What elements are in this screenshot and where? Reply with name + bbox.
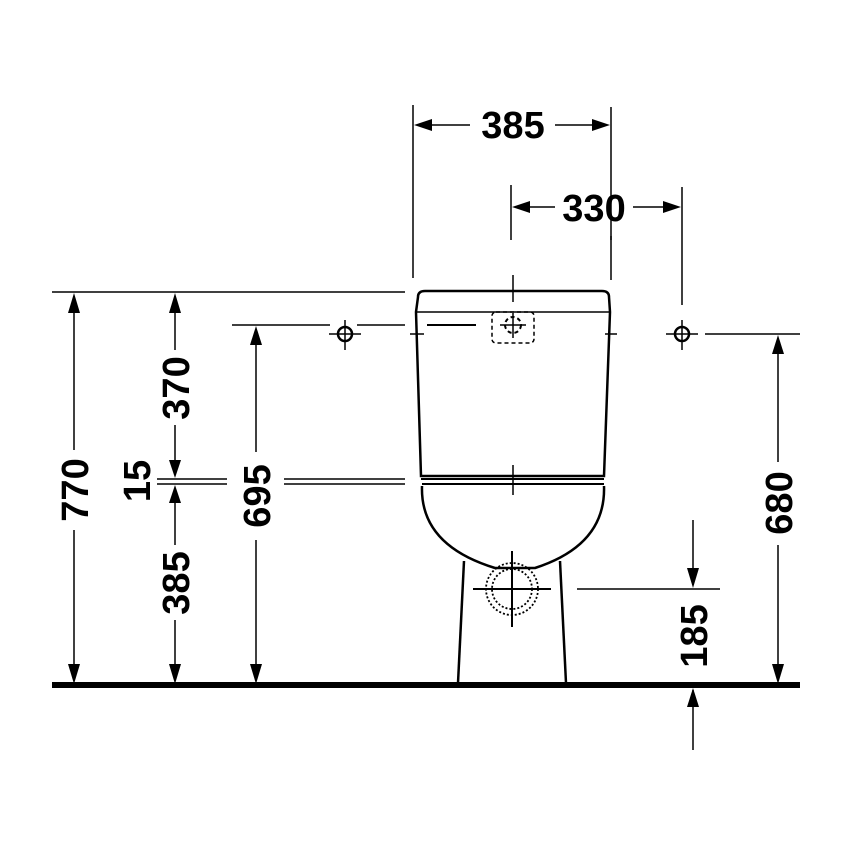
dim-tank-fixing-height: 695: [237, 464, 279, 527]
dim-wall-fixing-height: 680: [759, 471, 801, 534]
dim-total-height: 770: [55, 458, 97, 521]
dim-bowl-height: 385: [156, 551, 198, 614]
dim-gap: 15: [117, 460, 159, 502]
pedestal-left: [456, 560, 466, 684]
right-fixing-hole-icon: [666, 320, 698, 350]
dim-tank-height: 370: [156, 356, 198, 419]
left-fixing-hole-icon: [329, 320, 361, 350]
dim-fixing-spacing: 330: [562, 188, 625, 230]
pedestal-right: [558, 560, 568, 684]
dim-outlet-height: 185: [674, 604, 716, 667]
flush-button-outline: [491, 311, 535, 344]
dim-tank-width: 385: [481, 105, 544, 147]
bowl-outline: [420, 485, 606, 570]
